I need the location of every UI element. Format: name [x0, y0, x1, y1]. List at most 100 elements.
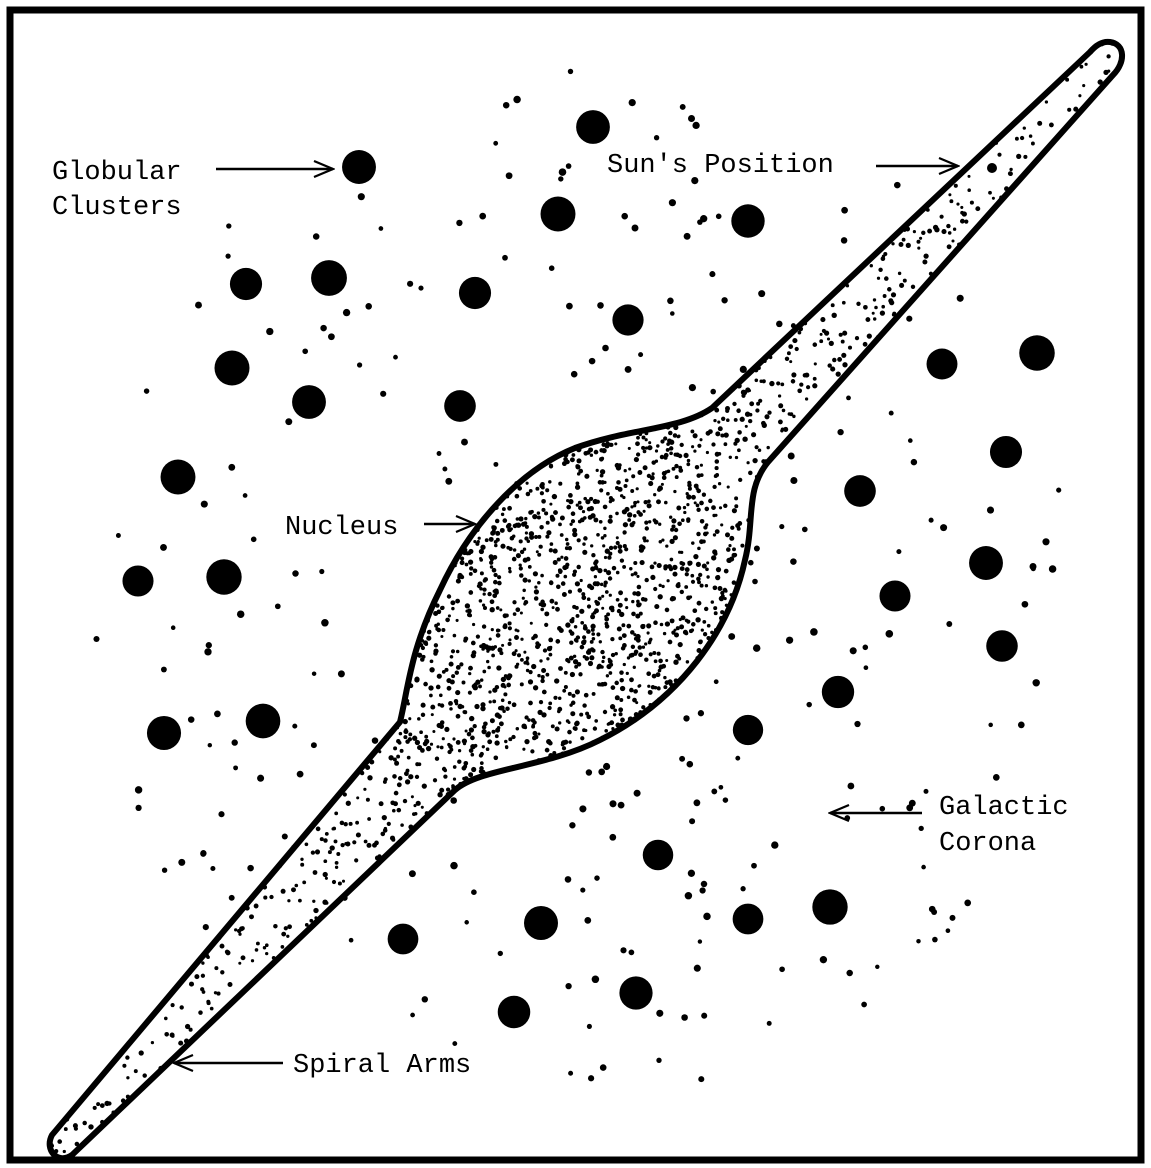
corona-dot: [206, 642, 212, 648]
disk-star-dot: [582, 635, 586, 639]
corona-dot: [950, 915, 956, 921]
disk-star-dot: [695, 465, 699, 469]
disk-star-dot: [670, 618, 675, 623]
disk-star-dot: [951, 239, 954, 242]
disk-star-dot: [842, 301, 846, 305]
disk-star-dot: [921, 231, 925, 235]
disk-star-dot: [702, 540, 706, 544]
disk-star-dot: [516, 663, 519, 666]
disk-star-dot: [686, 494, 691, 499]
disk-star-dot: [891, 292, 896, 297]
corona-dot: [993, 774, 1000, 781]
disk-star-dot: [403, 799, 407, 803]
disk-star-dot: [695, 617, 700, 622]
corona-dot: [710, 389, 716, 395]
disk-star-dot: [633, 652, 637, 656]
disk-star-dot: [720, 618, 724, 622]
disk-star-dot: [249, 914, 254, 919]
disk-star-dot: [446, 787, 450, 791]
corona-dot: [349, 938, 354, 943]
corona-dot: [313, 233, 320, 240]
corona-dot: [565, 876, 572, 883]
corona-dot: [225, 253, 230, 258]
disk-star-dot: [622, 530, 626, 534]
disk-star-dot: [122, 1064, 126, 1068]
disk-star-dot: [949, 199, 953, 203]
disk-star-dot: [400, 749, 404, 753]
disk-star-dot: [238, 933, 241, 936]
disk-star-dot: [492, 568, 497, 573]
disk-star-dot: [600, 583, 604, 587]
disk-star-dot: [330, 845, 335, 850]
disk-star-dot: [902, 238, 906, 242]
disk-star-dot: [408, 774, 413, 779]
disk-star-dot: [667, 470, 671, 474]
disk-star-dot: [531, 664, 536, 669]
disk-star-dot: [539, 659, 542, 662]
corona-dot: [687, 761, 694, 768]
corona-dot: [229, 895, 235, 901]
corona-dot: [233, 765, 238, 770]
disk-star-dot: [778, 403, 783, 408]
disk-star-dot: [674, 453, 678, 457]
disk-star-dot: [715, 431, 720, 436]
disk-star-dot: [471, 653, 476, 658]
disk-star-dot: [824, 331, 829, 336]
disk-star-dot: [434, 643, 438, 647]
disk-star-dot: [693, 433, 698, 438]
disk-star-dot: [554, 601, 558, 605]
disk-star-dot: [570, 457, 575, 462]
corona-dot: [407, 281, 413, 287]
disk-star-dot: [652, 674, 657, 679]
disk-star-dot: [705, 584, 708, 587]
disk-star-dot: [732, 580, 737, 585]
disk-star-dot: [699, 639, 703, 643]
disk-star-dot: [1045, 100, 1048, 103]
disk-star-dot: [479, 558, 483, 562]
corona-dot: [586, 769, 592, 775]
disk-star-dot: [707, 624, 711, 628]
disk-star-dot: [479, 753, 483, 757]
disk-star-dot: [683, 630, 688, 635]
disk-star-dot: [490, 565, 493, 568]
disk-star-dot: [139, 1050, 144, 1055]
disk-star-dot: [605, 624, 610, 629]
disk-star-dot: [702, 620, 706, 624]
disk-star-dot: [281, 945, 285, 949]
disk-star-dot: [704, 607, 708, 611]
corona-dot: [343, 309, 350, 316]
corona-dot: [748, 560, 754, 566]
disk-star-dot: [734, 504, 738, 508]
disk-star-dot: [734, 496, 738, 500]
corona-dot: [208, 743, 212, 747]
disk-star-dot: [926, 208, 930, 212]
disk-star-dot: [465, 563, 469, 567]
corona-dot: [698, 1076, 704, 1082]
disk-star-dot: [245, 906, 250, 911]
disk-star-dot: [635, 634, 640, 639]
disk-star-dot: [558, 482, 562, 486]
disk-star-dot: [456, 619, 459, 622]
disk-star-dot: [379, 801, 384, 806]
disk-star-dot: [422, 783, 427, 788]
disk-star-dot: [587, 604, 591, 608]
disk-star-dot: [251, 959, 254, 962]
disk-star-dot: [933, 225, 938, 230]
disk-star-dot: [602, 656, 605, 659]
disk-star-dot: [892, 312, 896, 316]
disk-star-dot: [603, 710, 607, 714]
disk-star-dot: [523, 651, 526, 654]
disk-star-dot: [578, 672, 582, 676]
disk-star-dot: [564, 556, 569, 561]
corona-dot: [116, 533, 121, 538]
disk-star-dot: [549, 581, 554, 586]
disk-star-dot: [676, 506, 681, 511]
disk-star-dot: [820, 317, 825, 322]
disk-star-dot: [430, 659, 434, 663]
disk-star-dot: [648, 520, 651, 523]
disk-star-dot: [458, 749, 461, 752]
disk-star-dot: [57, 1139, 62, 1144]
corona-dot: [282, 833, 288, 839]
disk-star-dot: [558, 696, 562, 700]
